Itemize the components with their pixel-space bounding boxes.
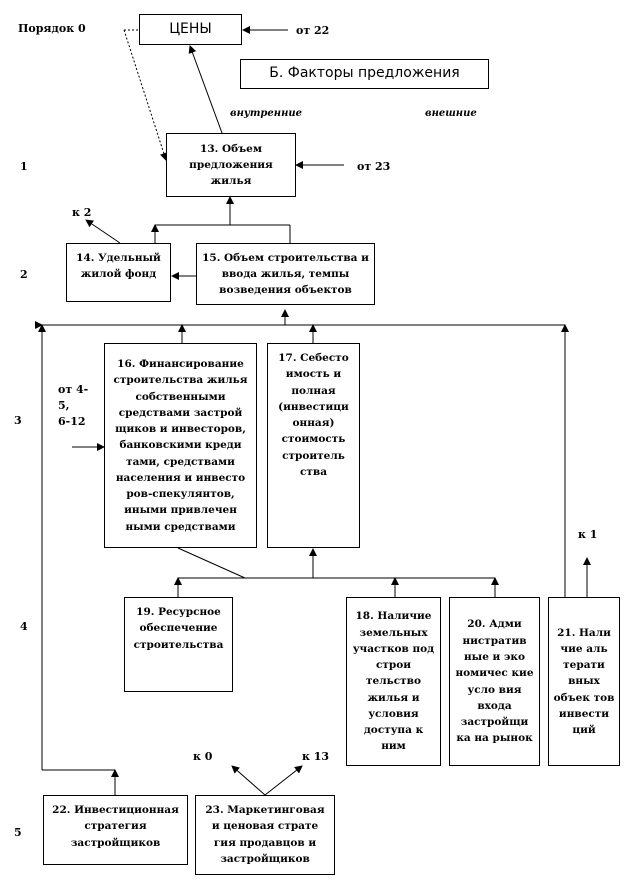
- from-22-label: от 22: [296, 24, 330, 37]
- box-20-admin-conditions: 20. Адми нистратив ные и эко номичес кие…: [449, 597, 540, 766]
- to-1-label: к 1: [578, 528, 598, 541]
- internal-label: внутренние: [230, 108, 302, 119]
- box-16-financing: 16. Финансирование строительства жилья с…: [104, 343, 257, 548]
- prices-box: ЦЕНЫ: [139, 14, 242, 45]
- box-18-land: 18. Наличие земельных участков под строи…: [346, 597, 441, 766]
- from-6-12-label: 6-12: [58, 415, 86, 428]
- to-13-label: к 13: [302, 750, 330, 763]
- box-14-housing-stock: 14. Удельный жилой фонд: [66, 243, 171, 302]
- external-label: внешние: [425, 108, 477, 119]
- box-21-alternatives: 21. Нали чие аль терати вных объек тов и…: [548, 597, 620, 766]
- level-5: 5: [14, 826, 22, 839]
- box-15-construction-volume: 15. Объем строительства и ввода жилья, т…: [196, 243, 375, 305]
- box-22-investment-strategy: 22. Инвестиционная стратегия застройщико…: [43, 795, 188, 865]
- box-19-resources: 19. Ресурсное обеспечение строительства: [124, 597, 233, 692]
- level-1: 1: [20, 160, 28, 173]
- from-5-label: 5,: [58, 399, 70, 412]
- to-2-label: к 2: [72, 206, 92, 219]
- to-0-label: к 0: [193, 750, 213, 763]
- section-title: Б. Факторы предложения: [240, 59, 489, 89]
- from-4-label: от 4-: [58, 383, 89, 396]
- level-3: 3: [14, 414, 22, 427]
- box-17-cost: 17. Себесто имость и полная (инвестици о…: [267, 343, 360, 548]
- level-2: 2: [20, 268, 28, 281]
- from-23-label: от 23: [357, 160, 391, 173]
- box-23-marketing-strategy: 23. Маркетинговая и ценовая страте гия п…: [195, 795, 335, 875]
- box-13-supply-volume: 13. Объем предложения жилья: [166, 133, 296, 197]
- order-label: Порядок 0: [18, 22, 86, 35]
- level-4: 4: [20, 620, 28, 633]
